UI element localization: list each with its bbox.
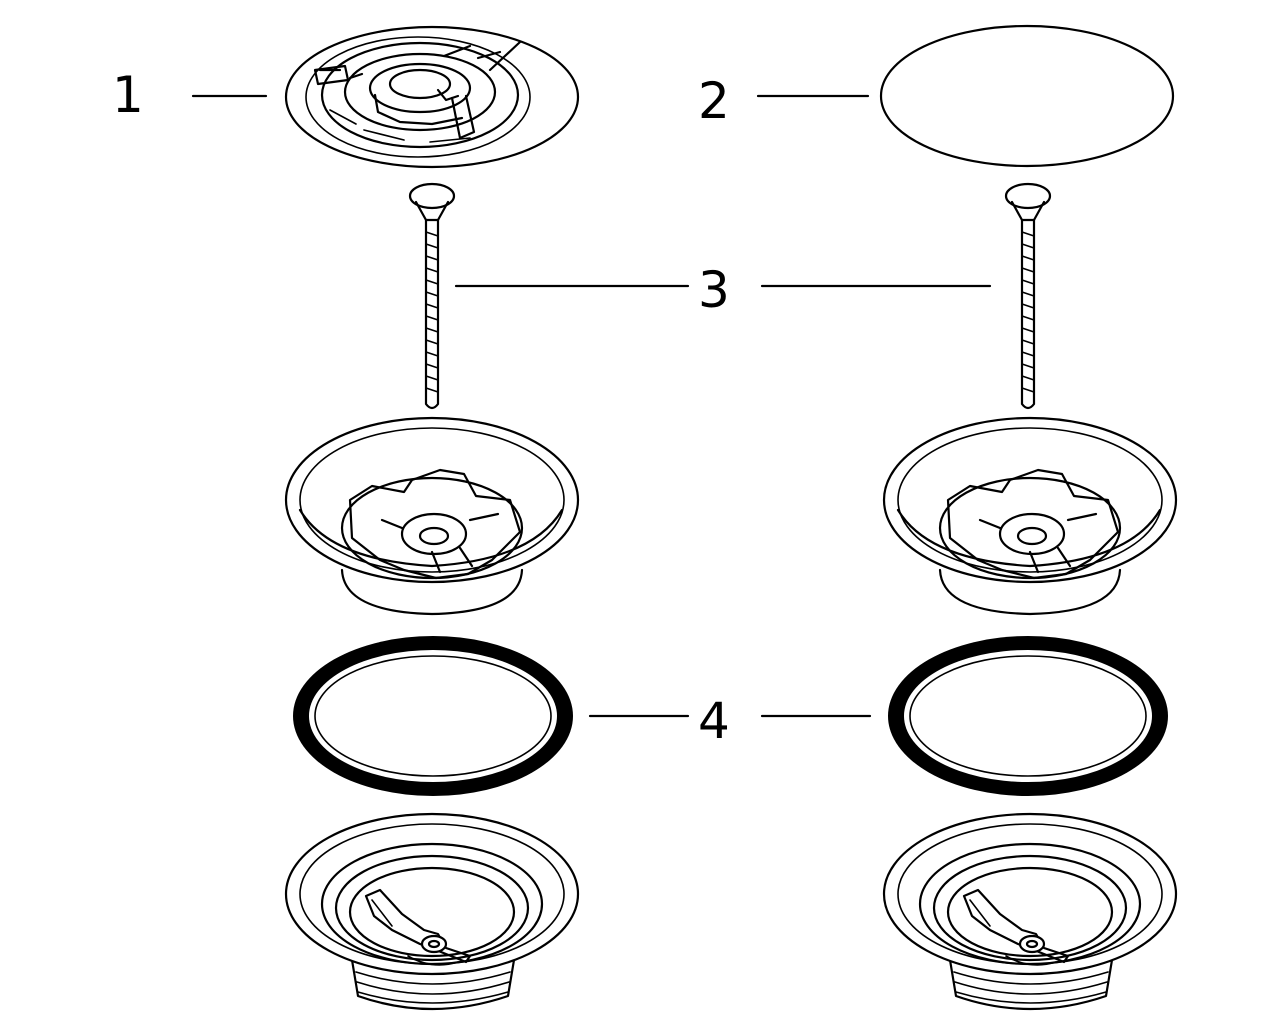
upper-drain-body-right [882,416,1178,616]
strainer-grate-cover [284,25,580,169]
gasket-ring-right [888,636,1168,796]
upper-drain-body-left [284,416,580,616]
screw-left [408,182,456,410]
solid-plug-cover [879,24,1175,168]
callout-label-3: 3 [698,261,730,319]
callout-label-4: 4 [698,692,730,750]
callout-label-2: 2 [698,72,730,130]
gasket-ring-left [293,636,573,796]
lower-drain-body-left [284,812,580,1011]
screw-right [1004,182,1052,410]
callout-label-1: 1 [112,66,144,124]
leader-lines [191,94,992,718]
lower-drain-body-right [882,812,1178,1011]
